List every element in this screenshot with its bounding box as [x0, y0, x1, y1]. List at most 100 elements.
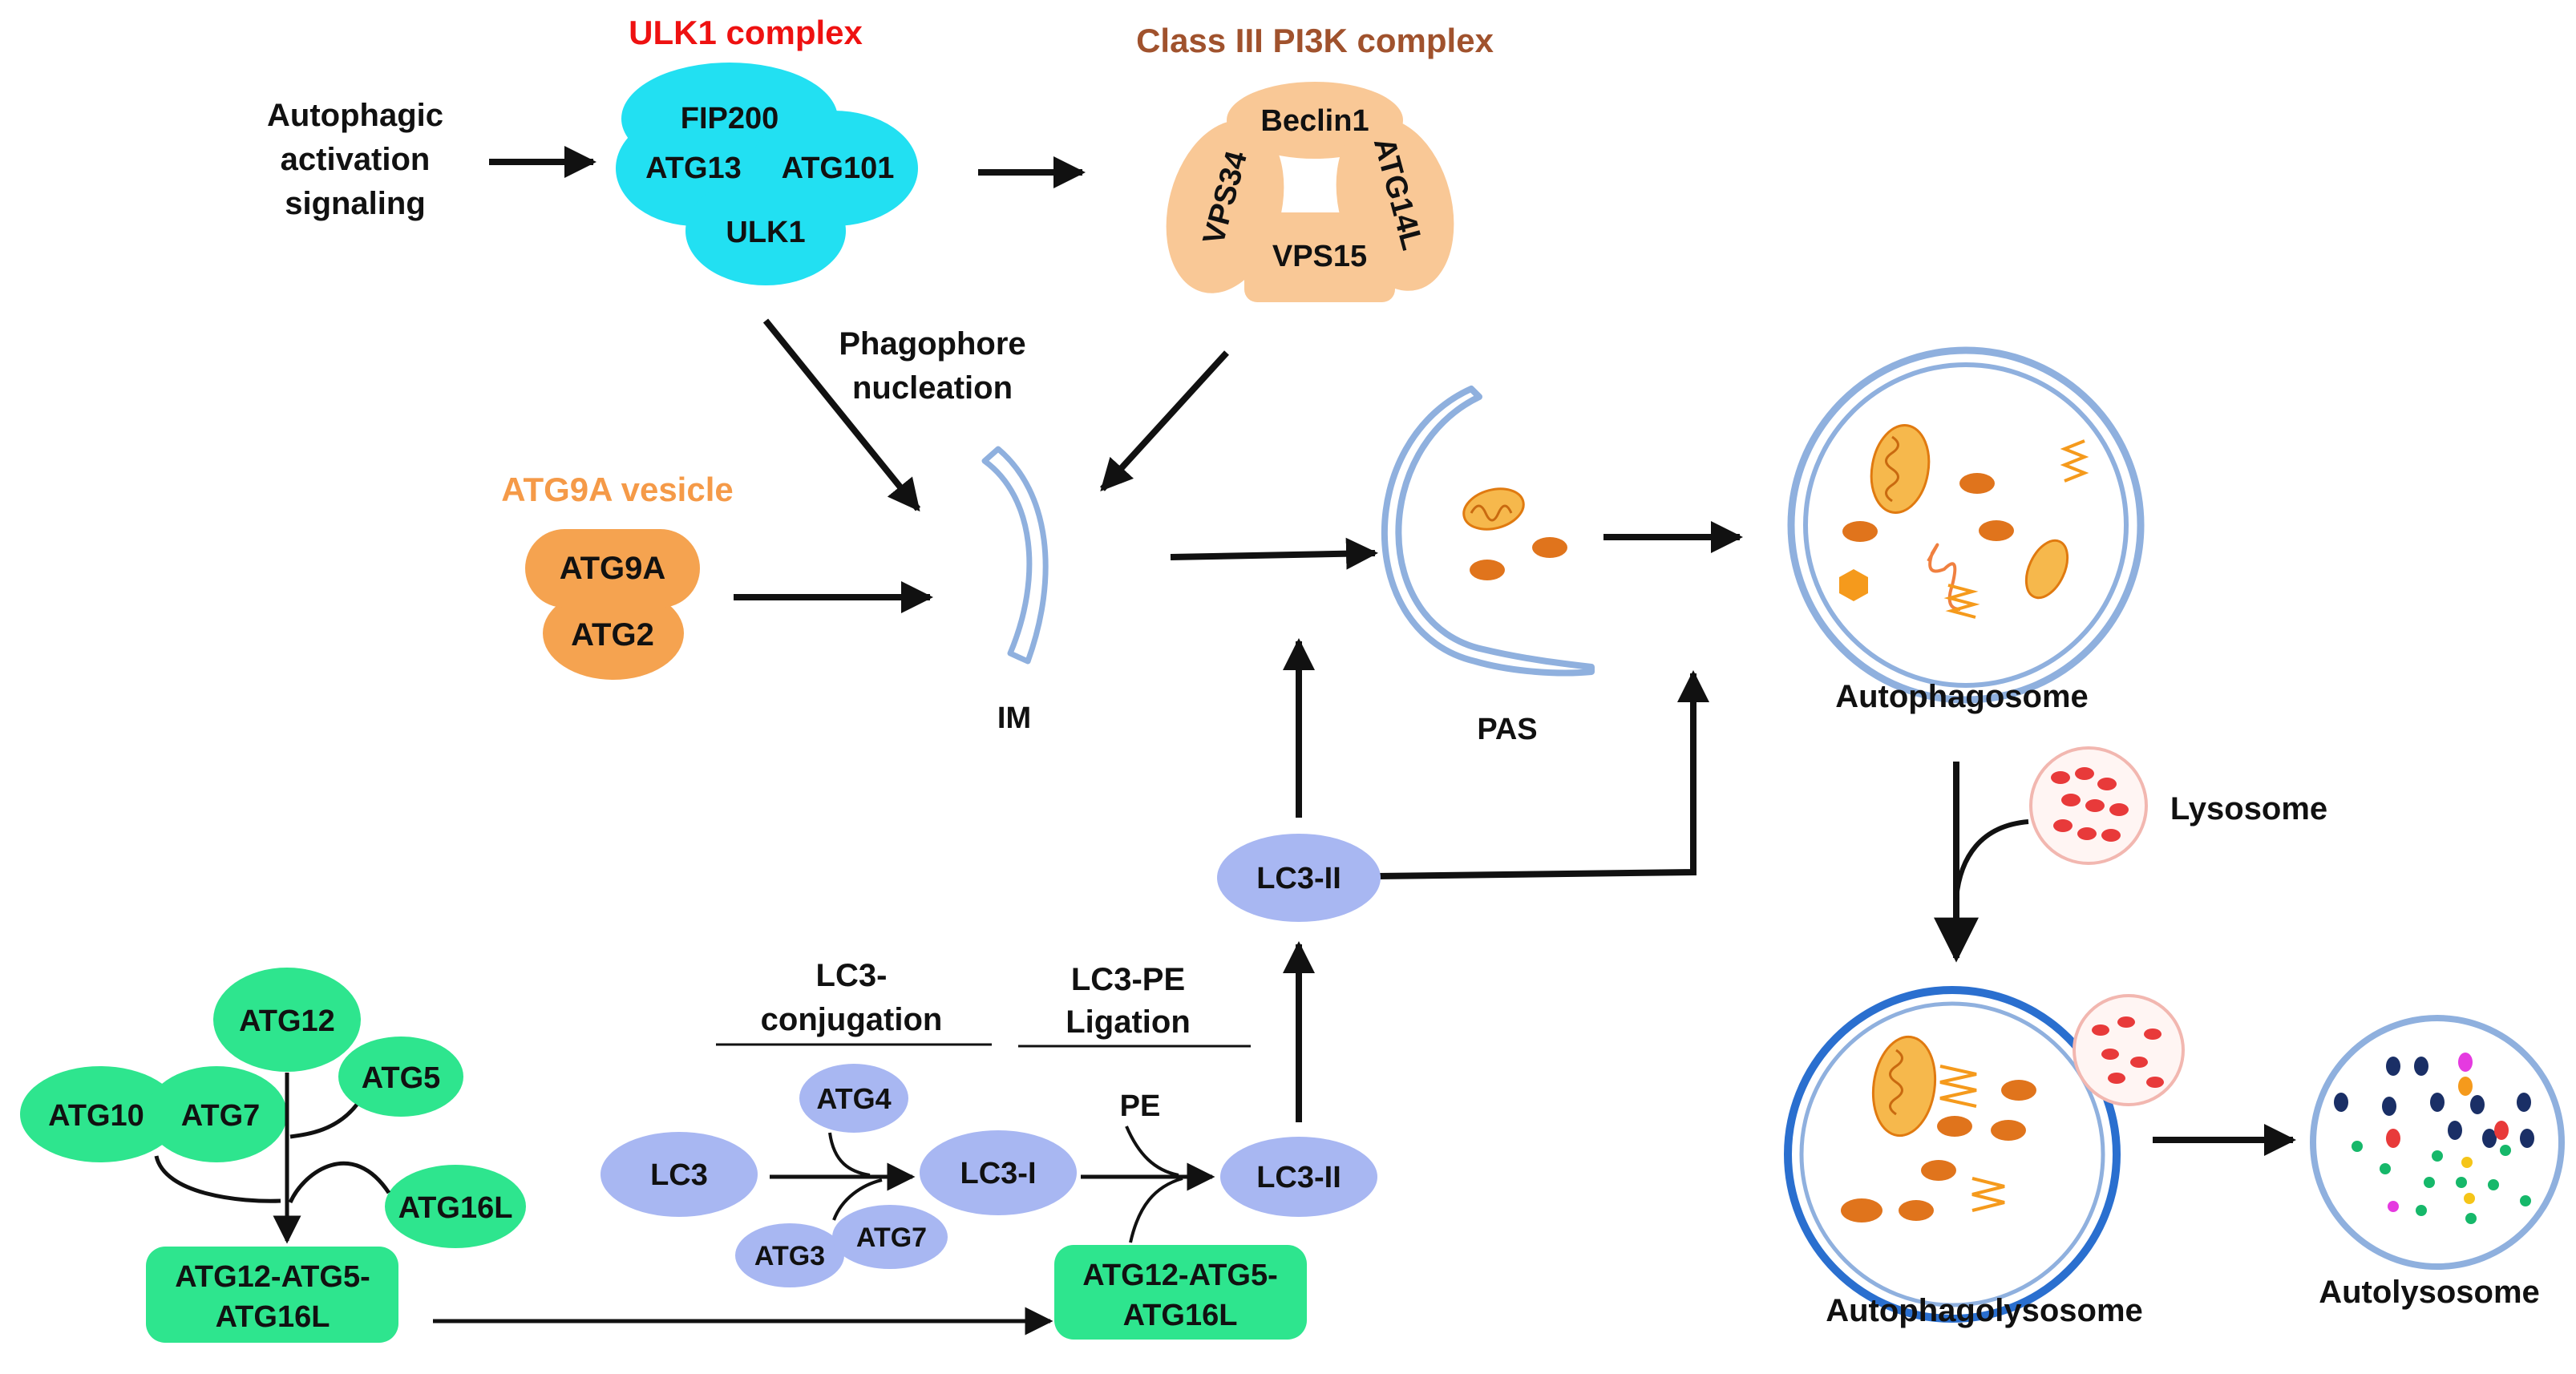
pas-phagophore — [1381, 386, 1595, 677]
autolysosome-label: Autolysosome — [2319, 1275, 2540, 1310]
ulk1-node — [685, 176, 846, 285]
atg4-label: ATG4 — [816, 1082, 891, 1115]
lysosome-enzyme-5 — [2085, 799, 2105, 812]
autophagolysosome-cargo-1 — [2001, 1080, 2036, 1101]
autophagosome-cargo-1 — [1959, 473, 1995, 494]
autophagosome-hexagon-icon — [1839, 569, 1868, 601]
fused-enzyme-5 — [2130, 1057, 2148, 1068]
atg16l-label: ATG16L — [398, 1191, 513, 1225]
atg9a-vesicle-title: ATG9A vesicle — [501, 471, 733, 508]
atg10-label: ATG10 — [48, 1099, 144, 1133]
atg9a-label: ATG9A — [560, 551, 666, 586]
atg4-joining-curve — [828, 1132, 871, 1177]
atg12-complex-right-line-1: ATG12-ATG5- — [1082, 1259, 1278, 1292]
lc3-ii-lower-label: LC3-II — [1256, 1161, 1341, 1194]
atg12-node — [213, 968, 361, 1072]
autolysosome-dot-7 — [2456, 1177, 2467, 1188]
arrow-ulk1-to-im — [762, 318, 921, 512]
lc3-i-node — [920, 1130, 1077, 1215]
autophagic-activation-signal: Autophagic activation signaling — [267, 98, 443, 221]
autolysosome-dot-8 — [2488, 1179, 2499, 1190]
pas-mitochondrion-cristae-icon — [1470, 504, 1513, 522]
fused-enzyme-3 — [2144, 1028, 2161, 1040]
atg3-label: ATG3 — [754, 1241, 825, 1271]
autolysosome-drop-7 — [2458, 1077, 2473, 1096]
lysosome-enzyme-4 — [2061, 794, 2081, 806]
pas-label: PAS — [1477, 713, 1537, 746]
lc3-conjugation-line-1: LC3- — [816, 958, 888, 993]
autolysosome-dot-2 — [2432, 1150, 2443, 1162]
pe-joining-curve — [1125, 1125, 1179, 1177]
autolysosome-dot-3 — [2500, 1145, 2511, 1156]
atg12-atg5-atg16l-right-node — [1054, 1245, 1307, 1340]
autophagolysosome-cargo-2 — [1937, 1116, 1972, 1137]
autolysosome-membrane — [2310, 1015, 2565, 1270]
lc3-i-label: LC3-I — [960, 1157, 1037, 1190]
atg9a-node — [525, 529, 700, 608]
ulk1-complex-title: ULK1 complex — [629, 14, 863, 51]
autolysosome-drop-8 — [2470, 1095, 2485, 1114]
autophagosome-label: Autophagosome — [1835, 679, 2089, 714]
autolysosome-dot-13 — [2520, 1195, 2531, 1206]
pi3k-complex-title: Class III PI3K complex — [1136, 22, 1494, 59]
fused-enzyme-2 — [2117, 1016, 2135, 1028]
nucleation-line-2: nucleation — [852, 370, 1013, 406]
atg12-complex-right-line-2: ATG16L — [1123, 1299, 1238, 1332]
autolysosome-dot-4 — [2380, 1163, 2391, 1174]
atg12-complex-left-line-1: ATG12-ATG5- — [175, 1260, 370, 1294]
autolysosome-drop-14 — [2520, 1129, 2534, 1148]
autophagosome — [1787, 346, 2145, 704]
atg5-joining-curve — [289, 1103, 358, 1139]
autolysosome-drop-11 — [2448, 1121, 2462, 1140]
atg7-right-label: ATG7 — [856, 1222, 927, 1253]
fused-enzyme-6 — [2108, 1073, 2125, 1084]
pe-label: PE — [1120, 1089, 1161, 1123]
pas-cargo-2 — [1470, 560, 1505, 580]
atg16l-joining-curve — [288, 1161, 391, 1204]
autophagosome-protein-1-icon — [2060, 439, 2089, 483]
ulk1-complex: FIP200 ATG13 ATG101 ULK1 — [616, 63, 918, 285]
autolysosome-dot-5 — [2424, 1177, 2435, 1188]
pi3k-complex: Beclin1 VPS34 ATG14L VPS15 — [1166, 82, 1454, 302]
complex-right-joining-curve — [1129, 1177, 1183, 1243]
autolysosome-drop-12 — [2482, 1129, 2497, 1148]
fused-enzyme-4 — [2101, 1049, 2119, 1060]
autophagosome-mitochondrion-1-cristae-icon — [1885, 435, 1899, 503]
autophagolysosome-protein-1-icon — [1939, 1065, 1977, 1108]
lysosome-enzyme-9 — [2101, 829, 2121, 842]
atg101-label: ATG101 — [782, 152, 895, 185]
lysosome-enzyme-2 — [2075, 767, 2094, 780]
autolysosome-drop-1 — [2386, 1057, 2400, 1076]
atg4-node — [799, 1064, 908, 1133]
lysosome-label: Lysosome — [2170, 791, 2327, 826]
fused-enzyme-7 — [2146, 1077, 2164, 1088]
lysosome-enzyme-3 — [2097, 778, 2117, 790]
fused-enzyme-1 — [2092, 1024, 2109, 1036]
fip200-label: FIP200 — [681, 102, 779, 135]
autophagolysosome-cargo-3 — [1991, 1120, 2026, 1141]
atg12-conjugation-system: ATG12 ATG10 ATG7 ATG5 ATG16L ATG12-ATG5-… — [20, 968, 526, 1343]
lc3-pe-ligation-line-1: LC3-PE — [1071, 962, 1185, 997]
pas-cargo-1 — [1532, 537, 1567, 558]
arrow-lc3ii-to-autophagosome — [1377, 670, 1709, 879]
pas-membrane — [1381, 386, 1595, 677]
lysosome — [2029, 746, 2148, 865]
lysosome-enzyme-6 — [2109, 803, 2129, 816]
autophagosome-cargo-3 — [1979, 520, 2014, 541]
autophagolysosome-cargo-5 — [1899, 1200, 1934, 1221]
im-membrane — [981, 446, 1049, 665]
lc3-conjugation-system: LC3- conjugation LC3-PE Ligation LC3 ATG… — [601, 958, 1377, 1340]
atg2-node — [543, 587, 684, 680]
autophagolysosome-cargo-6 — [1841, 1198, 1882, 1222]
lysosome-enzyme-1 — [2051, 771, 2070, 784]
atg7-right-node — [832, 1205, 948, 1269]
autophagolysosome-label: Autophagolysosome — [1826, 1293, 2143, 1328]
autolysosome-drop-3 — [2458, 1053, 2473, 1072]
vps15-label: VPS15 — [1272, 240, 1367, 273]
atg2-label: ATG2 — [571, 617, 654, 653]
autolysosome-drop-10 — [2386, 1129, 2400, 1148]
atg5-node — [338, 1037, 463, 1117]
autophagolysosome — [1784, 986, 2185, 1323]
atg16l-node — [385, 1165, 526, 1248]
